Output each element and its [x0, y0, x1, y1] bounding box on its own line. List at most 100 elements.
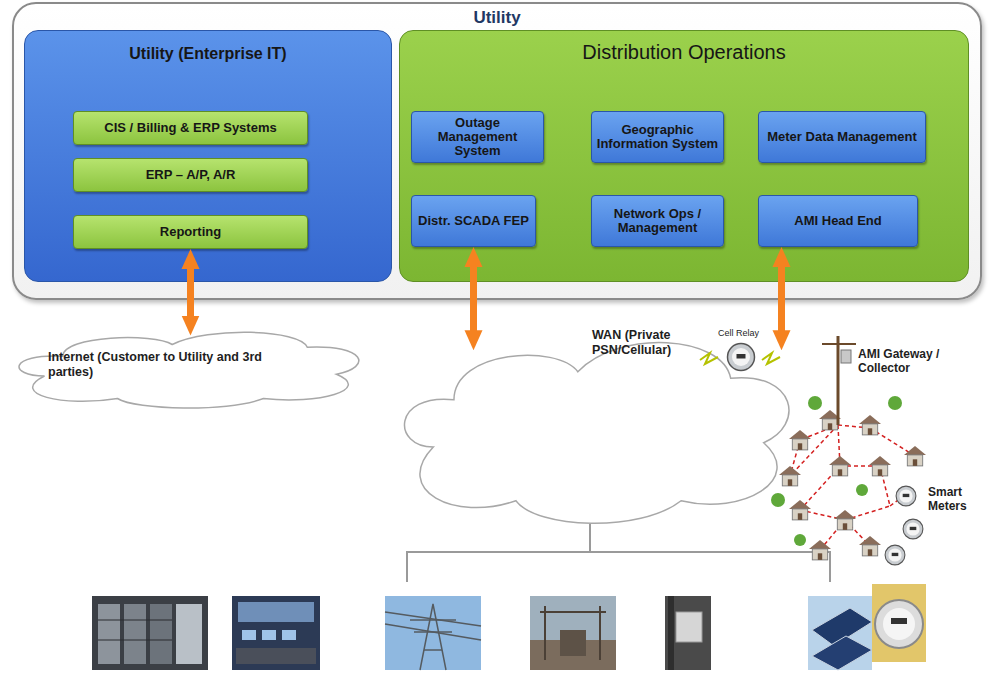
smart-meter-photo — [872, 584, 926, 662]
system-box: Outage Management System — [411, 111, 544, 163]
group-panel: Utility (Enterprise IT) CIS / Billing & E… — [24, 30, 392, 282]
mesh-links — [790, 425, 838, 476]
substation-photo — [530, 596, 616, 670]
control-room-photo — [232, 596, 320, 670]
control-room-photo — [232, 596, 320, 670]
system-box: CIS / Billing & ERP Systems — [73, 111, 308, 145]
utility-frame: UtilityUtility (Enterprise IT) CIS / Bill… — [12, 2, 982, 300]
substation-photo — [530, 596, 616, 670]
gateway-pole — [837, 336, 840, 425]
double-arrow — [187, 263, 194, 322]
pole-device-photo — [665, 596, 711, 670]
transmission-tower-photo — [424, 649, 442, 651]
device-label: Cell Relay — [718, 328, 782, 338]
houses — [789, 500, 811, 520]
gateway-pole — [822, 336, 856, 425]
device-label: Smart Meters — [928, 486, 986, 514]
server-room-photo — [98, 604, 120, 664]
control-room-photo — [242, 630, 256, 640]
box-label: Distr. SCADA FEP — [414, 212, 533, 230]
cloud-label: Internet (Customer to Utility and 3rd pa… — [48, 350, 308, 380]
cloud-label: WAN (Private PSN/Cellular) — [592, 328, 712, 358]
bracket — [407, 524, 830, 582]
box-label: CIS / Billing & ERP Systems — [100, 119, 280, 137]
box-label: Outage Management System — [412, 114, 543, 161]
smart-meter-photo — [872, 584, 926, 662]
smart-meter-photo — [875, 600, 923, 648]
solar-panel-photo — [808, 596, 872, 670]
smart-meters — [885, 486, 923, 565]
cell-relay — [728, 344, 755, 371]
trees — [888, 396, 902, 410]
smart-meter-photo — [883, 608, 915, 640]
box-label: Network Ops / Management — [592, 205, 723, 238]
box-label: Meter Data Management — [763, 128, 921, 146]
smart-meter-photo — [891, 618, 907, 624]
system-box: Network Ops / Management — [591, 195, 724, 247]
trees — [808, 396, 822, 410]
server-room-photo — [176, 604, 202, 664]
houses — [834, 510, 856, 530]
system-box: Reporting — [73, 215, 308, 249]
solar-panel-photo — [808, 596, 872, 670]
double-arrow — [778, 261, 785, 336]
control-room-photo — [262, 630, 276, 640]
houses — [789, 430, 811, 450]
cloud-outline — [19, 332, 359, 408]
houses — [904, 446, 926, 466]
group-title: Utility (Enterprise IT) — [25, 45, 391, 63]
server-room-photo — [124, 604, 146, 664]
transmission-tower-photo — [420, 604, 446, 670]
cell-relay — [700, 344, 780, 371]
server-room-photo — [98, 640, 172, 641]
server-room-photo — [92, 596, 208, 670]
group-title: Distribution Operations — [400, 41, 968, 64]
trees — [771, 493, 785, 507]
system-box: AMI Head End — [758, 195, 918, 247]
system-box: Geographic Information System — [591, 111, 724, 163]
substation-photo — [544, 606, 546, 660]
smart-meters — [903, 519, 923, 539]
cell-relay — [700, 353, 718, 364]
server-room-photo — [98, 620, 172, 621]
box-label: AMI Head End — [790, 212, 885, 230]
device-label: AMI Gateway / Collector — [858, 348, 958, 376]
cloud-outline — [405, 343, 789, 524]
substation-photo — [540, 606, 606, 660]
bracket — [589, 524, 591, 552]
system-box: Meter Data Management — [758, 111, 926, 163]
houses — [859, 536, 881, 556]
transmission-tower-photo — [385, 612, 481, 626]
gateway-pole — [822, 343, 856, 345]
box-label: ERP – A/P, A/R — [142, 166, 240, 184]
substation-photo — [560, 630, 586, 656]
server-room-photo — [150, 604, 172, 664]
bracket — [407, 552, 830, 582]
trees — [856, 484, 868, 496]
control-room-photo — [238, 602, 314, 622]
houses — [829, 456, 851, 476]
transmission-tower-photo — [385, 604, 481, 670]
group-title: Utility — [14, 8, 980, 28]
box-label: Reporting — [156, 223, 225, 241]
houses — [859, 415, 881, 435]
smart-meters — [896, 486, 916, 506]
smart-meters — [885, 545, 905, 565]
transmission-tower-photo — [385, 596, 481, 670]
houses — [779, 410, 926, 560]
transmission-tower-photo — [385, 596, 481, 670]
system-box: Distr. SCADA FEP — [411, 195, 536, 247]
network-cloud: Internet (Customer to Utility and 3rd pa… — [8, 322, 373, 412]
houses — [809, 540, 831, 560]
pole-device-photo — [668, 596, 674, 670]
trees — [794, 534, 806, 546]
pole-device-photo — [665, 596, 711, 670]
substation-photo — [599, 606, 601, 660]
control-room-photo — [236, 648, 316, 664]
houses — [869, 456, 891, 476]
server-room-photo — [92, 596, 208, 670]
